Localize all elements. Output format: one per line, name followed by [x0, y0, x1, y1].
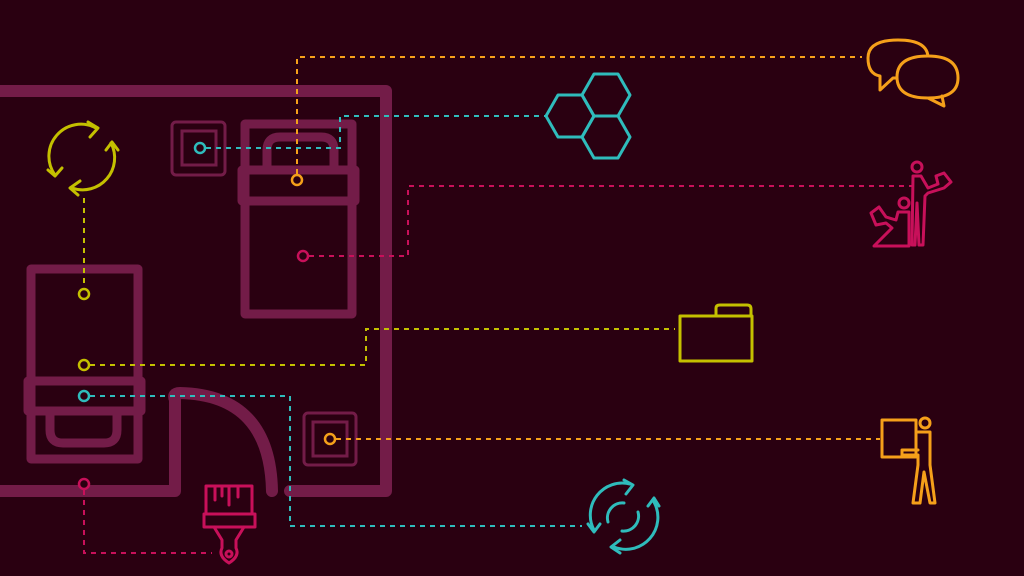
paint-brush-icon: [202, 484, 257, 565]
connector-magenta-people: [309, 185, 912, 257]
sync-arrows-icon: [586, 478, 661, 555]
people-reading-icon: [869, 160, 953, 248]
hotspot[interactable]: [77, 389, 91, 403]
hotspot[interactable]: [77, 287, 91, 301]
connector-orange-chat: [296, 56, 862, 174]
connector-cyan-hex: [206, 115, 545, 149]
folder-icon: [678, 303, 754, 363]
person-carrying-box-icon: [880, 416, 937, 505]
hotspot[interactable]: [77, 477, 91, 491]
room-walls: [0, 85, 392, 497]
hotspot[interactable]: [193, 141, 207, 155]
hexagon-cluster-icon: [544, 72, 632, 160]
connector-cyan-sync: [90, 395, 582, 527]
refresh-cycle-icon: [46, 120, 120, 197]
hotspot[interactable]: [323, 432, 337, 446]
connector-yellow-folder: [90, 328, 675, 366]
hotspot[interactable]: [77, 358, 91, 372]
chat-bubbles-icon: [866, 38, 960, 108]
hotspot[interactable]: [290, 173, 304, 187]
connector-magenta-brush: [83, 490, 212, 554]
bed-right: [237, 119, 360, 319]
hotspot[interactable]: [296, 249, 310, 263]
